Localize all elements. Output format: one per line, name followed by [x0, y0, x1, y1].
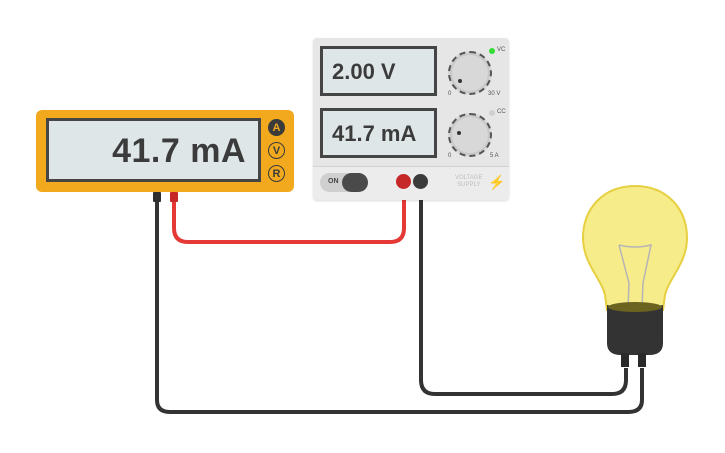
negative-terminal[interactable] — [413, 174, 428, 189]
multimeter-display: 41.7 mA — [46, 118, 261, 182]
red-wire[interactable] — [172, 188, 406, 244]
vc-indicator-label: VC — [497, 47, 506, 53]
mode-ohmmeter-button[interactable]: R — [268, 165, 285, 182]
brand-label: VOLTAGE SUPPLY — [455, 175, 483, 188]
voltage-knob-max-label: 30 V — [488, 91, 501, 97]
power-switch-knob — [342, 173, 368, 192]
mode-ammeter-button[interactable]: A — [268, 119, 285, 136]
black-wire-supply-to-bulb[interactable] — [419, 188, 628, 396]
current-reading: 41.7 mA — [332, 121, 417, 146]
voltage-knob[interactable] — [448, 51, 492, 95]
voltage-knob-min-label: 0 — [448, 91, 452, 97]
bulb-base — [607, 305, 663, 355]
positive-terminal[interactable] — [396, 174, 411, 189]
cc-indicator-label: CC — [497, 109, 506, 115]
multimeter-negative-probe[interactable] — [153, 192, 161, 202]
current-knob-min-label: 0 — [448, 153, 452, 159]
voltage-reading: 2.00 V — [332, 59, 396, 84]
cc-indicator-led — [489, 110, 495, 116]
vc-indicator-led — [489, 48, 495, 54]
bulb-terminal-left[interactable] — [621, 353, 629, 367]
current-display: 41.7 mA — [320, 108, 437, 158]
multimeter-positive-probe[interactable] — [170, 192, 178, 202]
bulb-base-rim — [608, 302, 662, 312]
bulb-glass — [581, 184, 689, 311]
power-switch-label: ON — [328, 178, 339, 185]
current-knob[interactable] — [448, 113, 492, 157]
knob-indicator — [458, 79, 462, 83]
lightning-icon: ⚡ — [488, 174, 506, 190]
bulb-filament — [618, 243, 652, 309]
current-knob-max-label: 5 A — [490, 153, 499, 159]
mode-voltmeter-button[interactable]: V — [268, 142, 285, 159]
power-switch[interactable]: ON — [320, 173, 368, 192]
black-wire-meter-to-bulb[interactable] — [155, 200, 644, 414]
multimeter-reading: 41.7 mA — [112, 132, 246, 170]
knob-indicator — [457, 131, 461, 135]
bulb-terminal-right[interactable] — [638, 353, 646, 367]
voltage-display: 2.00 V — [320, 46, 437, 96]
light-bulb[interactable] — [575, 183, 695, 373]
